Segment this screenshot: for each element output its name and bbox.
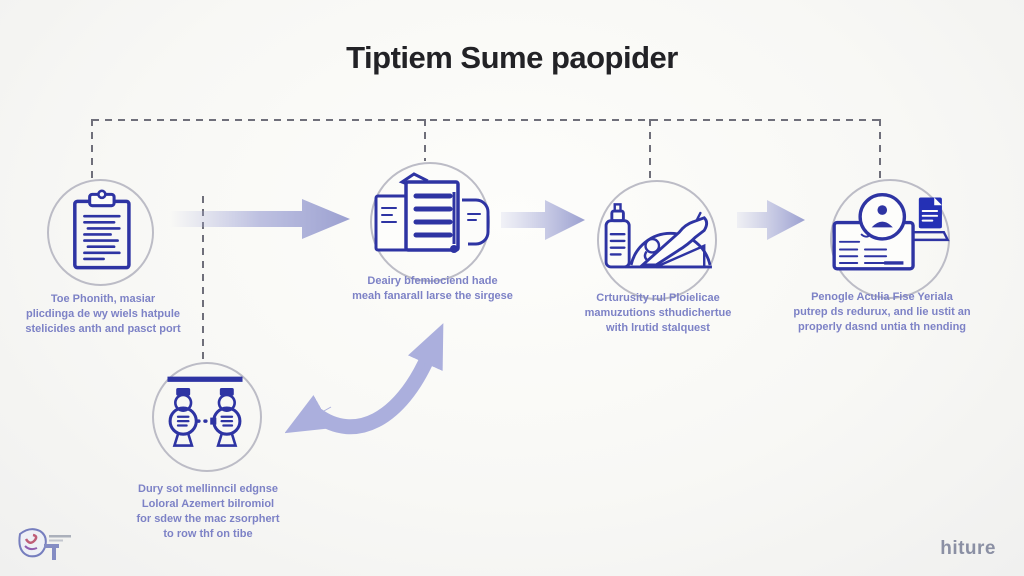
- page-title: Tiptiem Sume paopider: [346, 40, 678, 75]
- step2-caption: Deairy bfemiociend hade meah fanarall la…: [325, 274, 540, 304]
- step2-caption-line1: Deairy bfemiociend hade: [367, 275, 498, 287]
- subnode-caption: Dury sot mellinncil edgnse Loloral Azeme…: [108, 482, 308, 542]
- two-agents-icon: [157, 367, 253, 463]
- arrow-step2-to-step3: [501, 197, 587, 243]
- step4-caption-line2: putrep ds redurux, and lie ustit an: [793, 306, 971, 318]
- step3-caption: Crturusity rul Ploielicae mamuzutions st…: [563, 291, 753, 336]
- step3-caption-line1: Crturusity rul Ploielicae: [596, 292, 720, 304]
- step1-caption: Toe Phonith, masiar plicdinga de wy wiel…: [8, 292, 198, 337]
- connector-step1-to-subnode: [202, 196, 204, 362]
- connector-drop-step3: [649, 119, 651, 179]
- arrow-step1-to-step2: [170, 196, 352, 242]
- step1-caption-line1: Toe Phonith, masiar: [50, 293, 156, 305]
- subnode-circle: [152, 362, 262, 472]
- subnode-caption-line2: Loloral Azemert bilromiol: [141, 498, 275, 510]
- subnode-caption-line1: Dury sot mellinncil edgnse: [138, 483, 278, 495]
- step4-circle: [830, 179, 950, 299]
- step2-caption-line2: meah fanarall larse the sirgese: [352, 290, 513, 302]
- step4-caption-line3: properly dasnd untia th nending: [797, 321, 967, 333]
- watermark-text: hiture: [940, 538, 996, 559]
- document-transform-icon: [366, 170, 496, 276]
- publisher-logo-icon: [12, 524, 86, 568]
- step3-circle: [597, 180, 717, 300]
- subnode-caption-line3: for sdew the mac zsorphert: [136, 513, 280, 525]
- horse-vaccine-icon: [596, 188, 722, 290]
- step4-caption-line1: Penogle Aculia Fise Yeriala: [811, 291, 953, 303]
- step1-circle: [47, 179, 154, 286]
- connector-drop-step2: [424, 119, 426, 161]
- connector-drop-step1: [91, 119, 93, 178]
- connector-horizontal-line: [92, 119, 881, 121]
- id-card-form-icon: [826, 186, 952, 288]
- connector-drop-step4: [879, 119, 881, 178]
- step1-caption-line2: plicdinga de wy wiels hatpule: [25, 308, 181, 320]
- step3-caption-line3: with lrutid stalquest: [606, 322, 710, 334]
- clipboard-checklist-icon: [53, 183, 149, 279]
- step4-caption: Penogle Aculia Fise Yeriala putrep ds re…: [772, 290, 992, 335]
- step1-caption-line3: stelicides anth and pasct port: [25, 323, 181, 335]
- arrow-step3-to-step4: [737, 197, 807, 243]
- subnode-caption-line4: to row thf on tibe: [163, 528, 253, 540]
- step3-caption-line2: mamuzutions sthudichertue: [584, 307, 732, 319]
- arrow-curved-subnode-step2: [285, 315, 465, 450]
